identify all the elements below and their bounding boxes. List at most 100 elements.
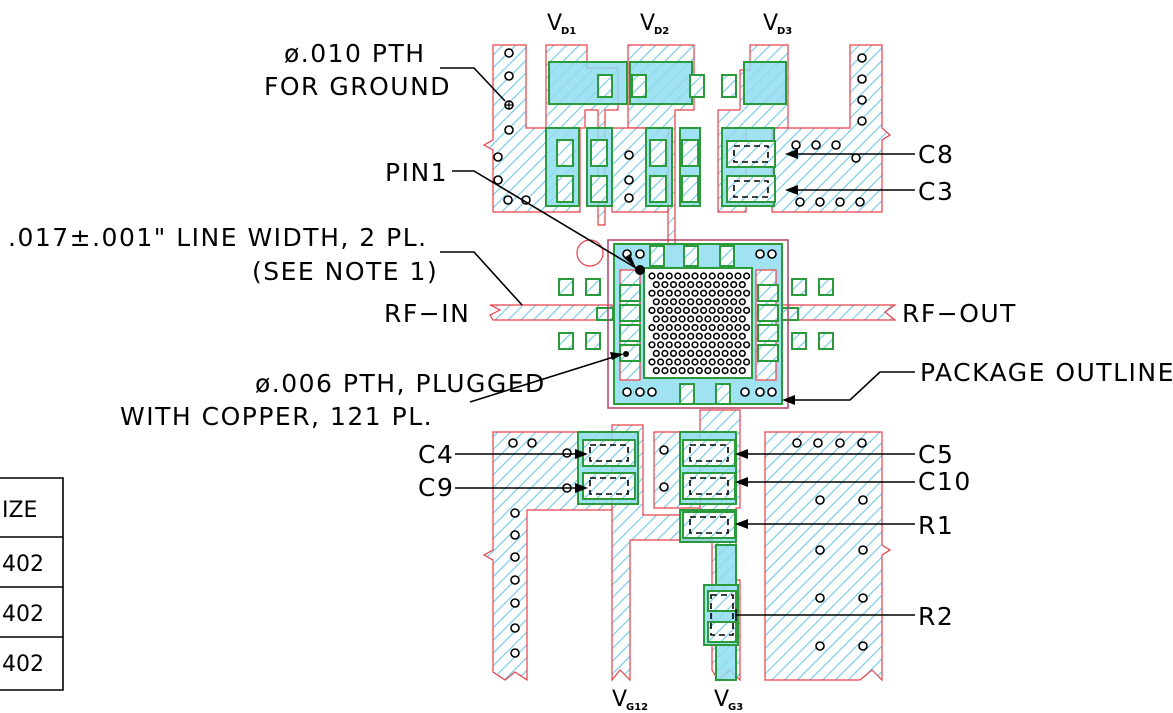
plugged-via	[742, 341, 751, 349]
plugged-via	[734, 289, 742, 297]
plugged-via	[669, 298, 678, 306]
plugged-via	[695, 281, 703, 289]
plugged-via	[691, 341, 699, 349]
plugged-via	[704, 315, 712, 323]
plugged-via	[661, 332, 669, 340]
plugged-via	[708, 358, 716, 366]
plugged-via	[687, 298, 695, 306]
plugged-via	[687, 332, 695, 340]
bottom-footprints	[582, 439, 737, 643]
plugged-via	[725, 289, 734, 297]
component-label-r2: R2	[735, 602, 953, 631]
plugged-via	[721, 281, 729, 289]
plugged-via	[656, 289, 665, 297]
plugged-via	[704, 281, 712, 289]
plugged-via	[669, 367, 678, 375]
plugged-via	[712, 349, 721, 358]
plugged-via	[725, 358, 734, 366]
plugged-via	[648, 272, 656, 280]
bottom-ground-vias	[508, 438, 868, 658]
svg-text:ø.006 PTH, PLUGGED: ø.006 PTH, PLUGGED	[255, 369, 546, 398]
plugged-via	[682, 272, 691, 280]
plugged-via	[738, 332, 746, 340]
plugged-via	[704, 332, 712, 340]
pin1-marker	[635, 265, 645, 275]
component-label-c3: C3	[785, 177, 953, 206]
plugged-via	[730, 349, 738, 358]
plugged-via	[734, 272, 742, 280]
plugged-via	[665, 289, 673, 297]
plugged-via	[717, 306, 725, 315]
plugged-via	[738, 315, 746, 323]
plugged-via	[708, 272, 716, 280]
plugged-via	[734, 324, 742, 332]
plugged-via	[704, 349, 712, 358]
ground-plane-top-right	[771, 44, 892, 213]
plugged-via	[717, 341, 725, 349]
svg-text:G12: G12	[626, 702, 648, 713]
plugged-via	[717, 289, 725, 297]
plugged-via	[721, 367, 729, 375]
plugged-via	[678, 281, 686, 289]
plugged-via	[738, 298, 746, 306]
plugged-via	[682, 358, 691, 366]
svg-text:G3: G3	[728, 702, 743, 713]
component-label-c9: C9	[418, 473, 588, 502]
plugged-via	[656, 324, 665, 332]
plugged-via	[695, 332, 703, 340]
plugged-via	[678, 332, 686, 340]
plugged-via	[652, 298, 660, 306]
plugged-via	[682, 341, 691, 349]
plugged-via	[682, 306, 691, 315]
plugged-via	[738, 349, 746, 358]
plugged-via	[674, 289, 682, 297]
top-pads	[556, 74, 776, 203]
supply-label-vg3: V G3	[714, 687, 743, 713]
svg-text:V: V	[763, 11, 778, 36]
svg-text:C5: C5	[918, 440, 954, 469]
plugged-via	[656, 306, 665, 315]
plugged-via	[738, 281, 746, 289]
plugged-via	[699, 306, 708, 315]
plugged-via	[665, 306, 673, 315]
plugged-via	[678, 315, 686, 323]
plugged-via	[712, 298, 721, 306]
plugged-via	[699, 289, 708, 297]
plugged-via	[725, 272, 734, 280]
plugged-via	[699, 324, 708, 332]
svg-text:V: V	[714, 687, 729, 712]
plugged-via	[742, 272, 751, 280]
plugged-via	[665, 272, 673, 280]
plugged-via	[717, 358, 725, 366]
r2-footprint-b	[707, 621, 737, 643]
plugged-via	[717, 272, 725, 280]
plugged-via	[682, 289, 691, 297]
plugged-via	[652, 332, 660, 340]
supply-label-vd1: V D1	[547, 11, 576, 37]
component-label-c8: C8	[785, 140, 953, 169]
supply-label-vd3: V D3	[763, 11, 792, 37]
supply-label-vd2: V D2	[640, 11, 669, 37]
plugged-via	[742, 289, 751, 297]
rf-in-line	[489, 304, 613, 321]
plugged-via	[708, 324, 716, 332]
plugged-via	[704, 298, 712, 306]
plugged-via	[661, 315, 669, 323]
size-table-cell: 402	[2, 652, 44, 677]
callout-package-outline: PACKAGE OUTLINE	[782, 358, 1173, 405]
plugged-via	[656, 341, 665, 349]
plugged-via	[725, 324, 734, 332]
plugged-via	[695, 315, 703, 323]
plugged-via	[652, 315, 660, 323]
plugged-via	[699, 358, 708, 366]
svg-text:C10: C10	[918, 467, 972, 496]
plugged-via	[699, 272, 708, 280]
plugged-via	[687, 349, 695, 358]
plugged-via	[648, 306, 656, 315]
plugged-via	[691, 272, 699, 280]
plugged-via	[661, 281, 669, 289]
plugged-via	[678, 367, 686, 375]
component-label-c10: C10	[735, 467, 972, 496]
plugged-via	[687, 281, 695, 289]
